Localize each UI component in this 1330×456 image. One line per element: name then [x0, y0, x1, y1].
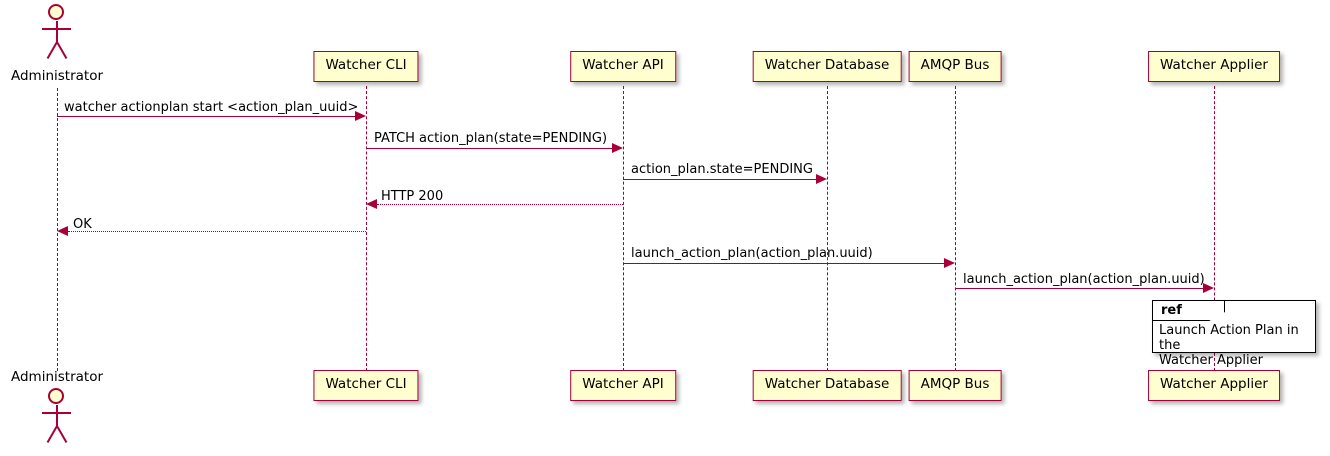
- actor-administrator-top: [35, 4, 79, 60]
- ref-fragment-body-text: Launch Action Plan in the Watcher Applie…: [1159, 323, 1299, 368]
- arrow-head-right-icon: [816, 174, 827, 184]
- actor-administrator-bottom: [35, 388, 79, 444]
- actor-head-icon: [48, 4, 64, 20]
- arrow-head-left-icon: [366, 199, 377, 209]
- participant-box-watcher-database-bottom[interactable]: Watcher Database: [752, 370, 902, 401]
- participant-box-watcher-cli-bottom[interactable]: Watcher CLI: [313, 370, 419, 401]
- participant-box-amqp-bus-top[interactable]: AMQP Bus: [908, 51, 1002, 82]
- arrow-head-right-icon: [355, 111, 366, 121]
- lifeline-watcher-database: [827, 86, 828, 371]
- message-line-launch-action-plan-amqp: [623, 263, 944, 264]
- actor-arms-icon: [42, 28, 71, 30]
- message-line-http-200: [377, 204, 623, 205]
- actor-leg-right-icon: [56, 41, 68, 59]
- participant-box-amqp-bus-bottom[interactable]: AMQP Bus: [908, 370, 1002, 401]
- participant-box-watcher-api-bottom[interactable]: Watcher API: [570, 370, 676, 401]
- arrow-head-left-icon: [57, 226, 68, 236]
- message-label-http-200: HTTP 200: [381, 189, 444, 204]
- message-label-launch-action-plan-applier: launch_action_plan(action_plan.uuid): [963, 272, 1205, 287]
- message-label-patch-action-plan: PATCH action_plan(state=PENDING): [374, 131, 608, 146]
- message-line-ok: [68, 231, 366, 232]
- message-label-state-pending: action_plan.state=PENDING: [631, 162, 813, 177]
- arrow-head-right-icon: [944, 258, 955, 268]
- lifeline-watcher-applier: [1214, 86, 1215, 371]
- lifeline-amqp-bus: [955, 86, 956, 371]
- message-line-patch-action-plan: [366, 148, 613, 149]
- lifeline-watcher-cli: [366, 86, 367, 371]
- lifeline-watcher-api: [623, 86, 624, 371]
- participant-box-watcher-cli-top[interactable]: Watcher CLI: [313, 51, 419, 82]
- actor-label-administrator-top: Administrator: [10, 68, 104, 84]
- participant-box-watcher-api-top[interactable]: Watcher API: [570, 51, 676, 82]
- actor-head-icon: [48, 388, 64, 404]
- message-label-ok: OK: [73, 217, 92, 232]
- actor-body-icon: [55, 405, 58, 427]
- participant-box-watcher-applier-bottom[interactable]: Watcher Applier: [1148, 370, 1280, 401]
- actor-body-icon: [55, 21, 58, 43]
- participant-box-watcher-applier-top[interactable]: Watcher Applier: [1148, 51, 1280, 82]
- message-line-state-pending: [623, 179, 817, 180]
- ref-fragment-tab-label: ref: [1153, 301, 1225, 321]
- actor-label-administrator-bottom: Administrator: [10, 369, 104, 385]
- ref-fragment[interactable]: ref Launch Action Plan in the Watcher Ap…: [1152, 300, 1316, 368]
- participant-box-watcher-database-top[interactable]: Watcher Database: [752, 51, 902, 82]
- actor-leg-right-icon: [56, 425, 68, 443]
- message-line-actionplan-start: [57, 116, 357, 117]
- message-label-actionplan-start: watcher actionplan start <action_plan_uu…: [64, 100, 359, 115]
- arrow-head-right-icon: [612, 143, 623, 153]
- actor-arms-icon: [42, 412, 71, 414]
- arrow-head-right-icon: [1203, 283, 1214, 293]
- message-line-launch-action-plan-applier: [955, 288, 1203, 289]
- message-label-launch-action-plan-amqp: launch_action_plan(action_plan.uuid): [631, 246, 873, 261]
